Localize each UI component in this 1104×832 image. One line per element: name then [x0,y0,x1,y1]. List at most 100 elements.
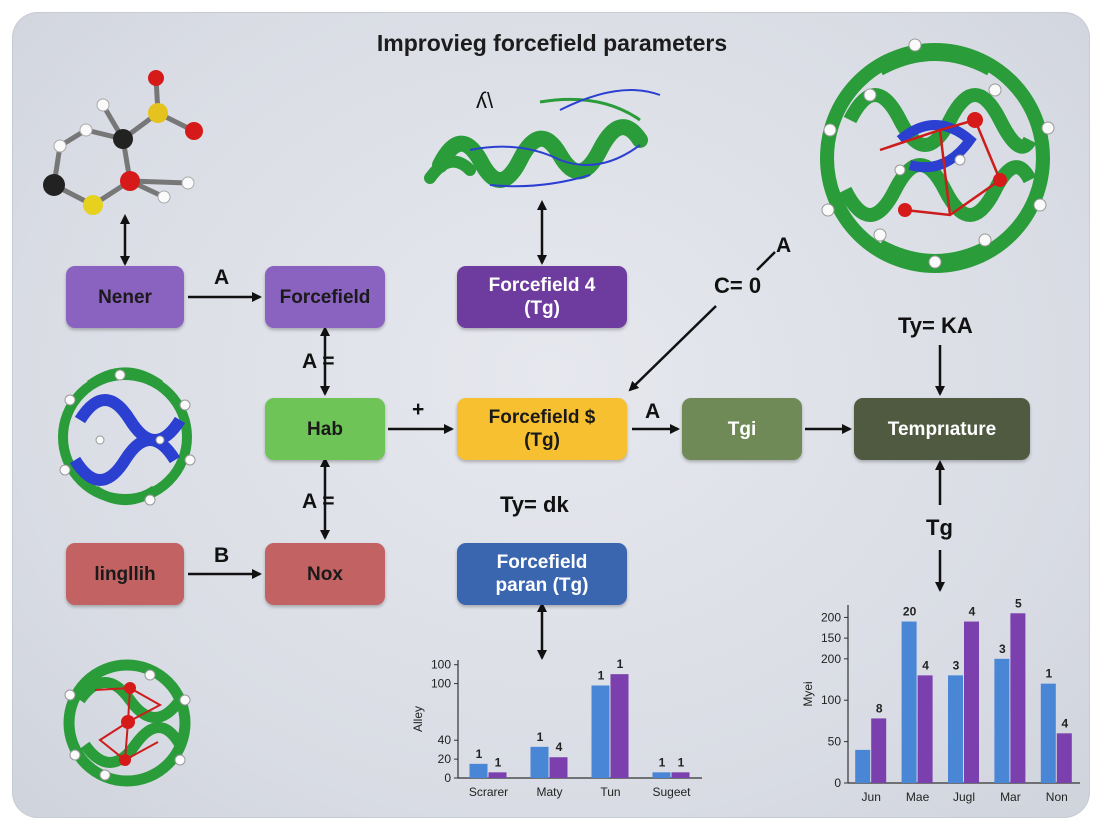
node-tgi-label: Tgi [727,418,757,440]
chart2-bar [871,718,887,783]
chart2-bar-label: 4 [1061,716,1068,730]
node-forcefield-s-line1: Forcefield $ [488,407,596,428]
node-forcefield-param-line1: Forcefield [496,552,588,573]
label-a-top: A [214,266,230,289]
chart2-y-tick-label: 100 [821,693,841,707]
chart2-bar-label: 3 [999,642,1006,656]
chart1-bar [530,746,549,778]
node-lingllih-label: lingllih [94,563,156,585]
chart1-y-tick-label: 100 [431,658,451,672]
chart1-category-label: Tun [600,785,620,799]
chart1-bar-label: 1 [678,755,685,769]
label-tg: Tg [926,515,953,540]
chart1-bar [671,772,690,778]
chart1-bar-label: 1 [537,730,544,744]
chart2-bar-label: 3 [953,658,960,672]
chart2-bar [994,658,1010,783]
chart1-bar [549,757,568,778]
chart2-bar [901,621,917,783]
node-forcefield-param[interactable]: Forcefield paran (Tg) [457,543,627,605]
chart2-bar-label: 4 [969,605,976,619]
chart1-bar-label: 1 [476,747,483,761]
chart1-bar [469,763,488,778]
chart1-bar [591,685,610,778]
node-tgi[interactable]: Tgi [682,398,802,460]
chart2-bar-label: 1 [1045,667,1052,681]
node-hab-label: Hab [307,418,343,440]
node-forcefield[interactable]: Forcefield [265,266,385,328]
node-forcefield-4-line1: Forcefield 4 [488,275,596,296]
chart1-bar [488,772,507,778]
protein-blue-green-icon [58,367,196,506]
node-hab[interactable]: Hab [265,398,385,460]
chart2-bar-label: 8 [876,701,883,715]
label-ty-dk: Ty= dk [500,492,569,517]
node-lingllih[interactable]: lingllih [66,543,184,605]
node-forcefield-s-line2: (Tg) [524,430,560,451]
node-nener[interactable]: Nener [66,266,184,328]
diagram-title: Improvieg forcefield parameters [376,30,728,56]
chart1-y-tick-label: 20 [438,752,452,766]
chart2-bar [1010,613,1026,783]
label-a-c-zero: A [776,234,792,257]
chart2-bar-label: 20 [903,605,917,619]
chart2-bar [855,749,871,783]
label-plus: + [412,398,425,421]
chart2-category-label: Jun [862,790,881,804]
small-molecule-icon [43,70,203,215]
protein-large-icon [820,38,1055,273]
node-nox-label: Nox [307,563,343,585]
label-b: B [214,544,230,567]
chart2-y-tick-label: 0 [834,776,841,790]
chart1-bar [652,772,671,778]
node-forcefield-4[interactable]: Forcefield 4 (Tg) [457,266,627,328]
chart1-y-tick-label: 40 [438,733,452,747]
node-temperature[interactable]: Temprıature [854,398,1030,460]
chart1-category-label: Sugeet [652,785,691,799]
chart2-y-tick-label: 150 [821,631,841,645]
chart1-bar-label: 1 [659,755,666,769]
chart2-bar-label: 5 [1015,596,1022,610]
node-forcefield-s[interactable]: Forcefield $ (Tg) [457,398,627,460]
chart2-category-label: Non [1046,790,1068,804]
label-a-eq-lower: A = [302,490,335,513]
node-forcefield-param-line2: paran (Tg) [495,575,589,596]
label-a-mid: A [645,400,661,423]
chart1-bar-label: 1 [495,755,502,769]
helix-ribbon-icon [424,89,661,188]
chart1-y-label: Alley [411,706,425,732]
chart1-y-tick-label: 0 [444,771,451,785]
chart2-category-label: Mar [1000,790,1021,804]
chart1-category-label: Scrarer [469,785,508,799]
label-c-zero: C= 0 [714,273,762,298]
chart2-category-label: Mae [906,790,930,804]
chart1-bar-label: 1 [617,657,624,671]
node-forcefield-4-line2: (Tg) [524,298,560,319]
chart1-bar-label: 4 [556,740,563,754]
chart2-y-label: Myei [801,681,815,706]
chart2-bar-label: 4 [922,658,929,672]
chart2-bar [1040,683,1056,783]
chart1-bar [610,674,629,778]
label-scribble: ʎ\ [476,88,494,113]
label-ty-ka: Ty= KA [898,313,973,338]
node-nox[interactable]: Nox [265,543,385,605]
label-a-eq-upper: A = [302,350,335,373]
chart1-category-label: Maty [536,785,562,799]
chart2-y-tick-label: 200 [821,610,841,624]
node-nener-label: Nener [98,286,152,308]
chart2-y-tick-label: 200 [821,652,841,666]
chart2-bar [964,621,979,783]
chart2-category-label: Jugl [953,790,975,804]
node-forcefield-label: Forcefield [279,286,371,308]
chart2-bar [948,675,963,783]
protein-green-red-icon [63,659,191,787]
chart2-bar [1056,733,1072,783]
chart1-bar-label: 1 [598,668,605,682]
chart2-y-tick-label: 50 [828,735,842,749]
node-temperature-label: Temprıature [887,418,997,440]
chart2-bar [917,675,933,783]
